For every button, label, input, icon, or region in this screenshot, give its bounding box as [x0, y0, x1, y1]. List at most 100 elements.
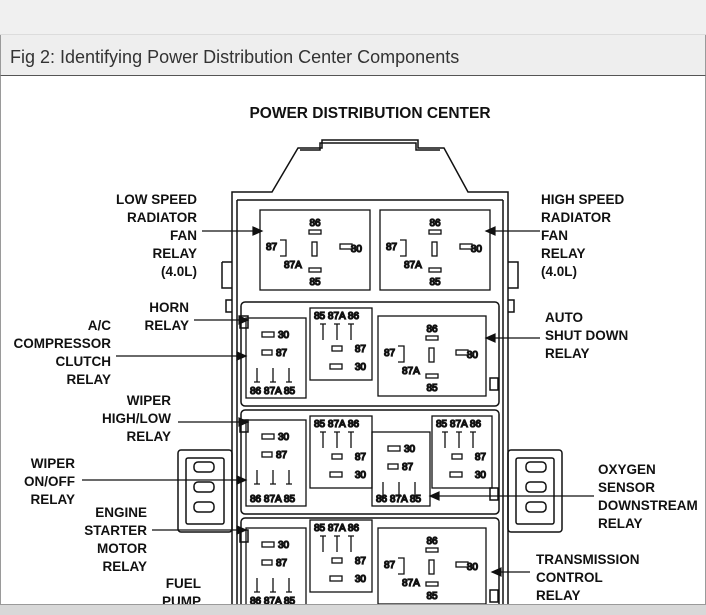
- arrow-wiper-high-low-head: [238, 417, 250, 427]
- pin-blade: [286, 578, 292, 593]
- pin-87-blade: [331, 557, 343, 564]
- relay-array: 86 85 87 87A 30 86 85 87 87A 30 30 87 86 87A 85 85 87…: [245, 209, 493, 604]
- figure-caption: Fig 2: Identifying Power Distribution Ce…: [10, 47, 460, 67]
- pin-blade: [254, 368, 260, 383]
- pin-87a-blade: [428, 347, 435, 363]
- pin-blade: [412, 482, 418, 497]
- label-low-speed-fan-line: FAN: [170, 228, 197, 243]
- pin-87-blade: [451, 453, 463, 460]
- label-transmission-line: TRANSMISSION: [536, 552, 640, 567]
- pin-85-label: 85: [429, 277, 441, 288]
- housing-inner-walls: [236, 200, 504, 604]
- relay-body: [431, 415, 493, 489]
- pin-footer-label: 86 87A 85: [376, 494, 421, 505]
- callout-arrows: [82, 226, 594, 577]
- pin-85-label: 85: [309, 277, 321, 288]
- pin-header-label: 85 87A 86: [436, 419, 481, 430]
- pin-blade: [320, 431, 326, 448]
- pin-87-label: 87: [276, 348, 288, 359]
- pin-86-label: 86: [426, 536, 438, 547]
- pin-87-label: 87: [475, 452, 487, 463]
- pin-87-label: 87: [276, 450, 288, 461]
- pin-blade: [396, 482, 402, 497]
- right-bracket-inner: [515, 457, 555, 525]
- pin-blade: [334, 323, 340, 340]
- relay-body: [379, 209, 491, 291]
- pin-blade: [286, 470, 292, 485]
- pin-blade: [270, 470, 276, 485]
- pin-footer-label: 86 87A 85: [250, 494, 295, 505]
- pin-30-blade: [329, 363, 343, 370]
- relay-body: [377, 315, 487, 397]
- relay-body: [245, 527, 307, 604]
- arrow-transmission-head: [490, 567, 502, 577]
- pin-30-blade: [387, 445, 401, 452]
- relay-body: [245, 419, 307, 507]
- housing-side-walls: [231, 196, 509, 604]
- pin-87a-label: 87A: [284, 260, 302, 271]
- label-high-speed-fan-line: (4.0L): [541, 264, 577, 279]
- label-high-speed-fan-line: FAN: [541, 228, 568, 243]
- pin-87-label: 87: [355, 452, 367, 463]
- pin-87a-label: 87A: [402, 578, 420, 589]
- pin-30-label: 30: [467, 350, 479, 361]
- pin-blade: [270, 578, 276, 593]
- right-bracket-slot: [525, 461, 547, 473]
- pin-85-blade: [425, 373, 439, 379]
- arrow-ac-clutch-head: [236, 351, 248, 361]
- terminal-stud: [489, 377, 499, 391]
- pin-87a-label: 87A: [402, 366, 420, 377]
- label-wiper-on-off-line: ON/OFF: [24, 474, 75, 489]
- pin-86-label: 86: [426, 324, 438, 335]
- right-bracket: [507, 449, 563, 533]
- pin-header-label: 85 87A 86: [314, 419, 359, 430]
- right-bracket-slot: [525, 481, 547, 493]
- pin-30-label: 30: [355, 470, 367, 481]
- label-oxygen-sensor-line: OXYGEN: [598, 462, 656, 477]
- pin-87-label: 87: [384, 560, 396, 571]
- pin-blade: [442, 431, 448, 448]
- pin-87-blade: [280, 239, 287, 257]
- terminal-stud: [489, 487, 499, 501]
- relay-body: [245, 317, 307, 399]
- diagram-title: POWER DISTRIBUTION CENTER: [249, 105, 490, 122]
- pin-87-label: 87: [355, 556, 367, 567]
- row-four-frame: [240, 517, 500, 604]
- pin-header-label: 85 87A 86: [314, 311, 359, 322]
- pin-blade: [320, 535, 326, 552]
- label-low-speed-fan-line: RADIATOR: [127, 210, 197, 225]
- pin-blade: [334, 535, 340, 552]
- pin-87-label: 87: [266, 242, 278, 253]
- pin-30-label: 30: [278, 540, 290, 551]
- pin-blade: [334, 431, 340, 448]
- label-auto-shut-down-line: AUTO: [545, 310, 583, 325]
- terminal-stud: [489, 589, 499, 603]
- pin-85-label: 85: [426, 591, 438, 602]
- label-ac-clutch-line: COMPRESSOR: [13, 336, 111, 351]
- label-fuel-pump-line: FUEL: [166, 576, 201, 591]
- pin-87-blade: [398, 345, 405, 363]
- pin-30-blade: [329, 471, 343, 478]
- pin-87-blade: [261, 451, 273, 458]
- bottom-scrollbar: [0, 604, 706, 615]
- label-ac-clutch-line: CLUTCH: [56, 354, 112, 369]
- pin-87-blade: [331, 453, 343, 460]
- arrow-horn-head: [238, 315, 250, 325]
- relay-body: [309, 519, 373, 593]
- pin-footer-label: 86 87A 85: [250, 596, 295, 604]
- label-high-speed-fan-line: HIGH SPEED: [541, 192, 625, 207]
- pin-86-blade: [425, 335, 439, 341]
- pin-85-blade: [425, 581, 439, 587]
- pin-blade: [320, 323, 326, 340]
- pin-87-blade: [400, 239, 407, 257]
